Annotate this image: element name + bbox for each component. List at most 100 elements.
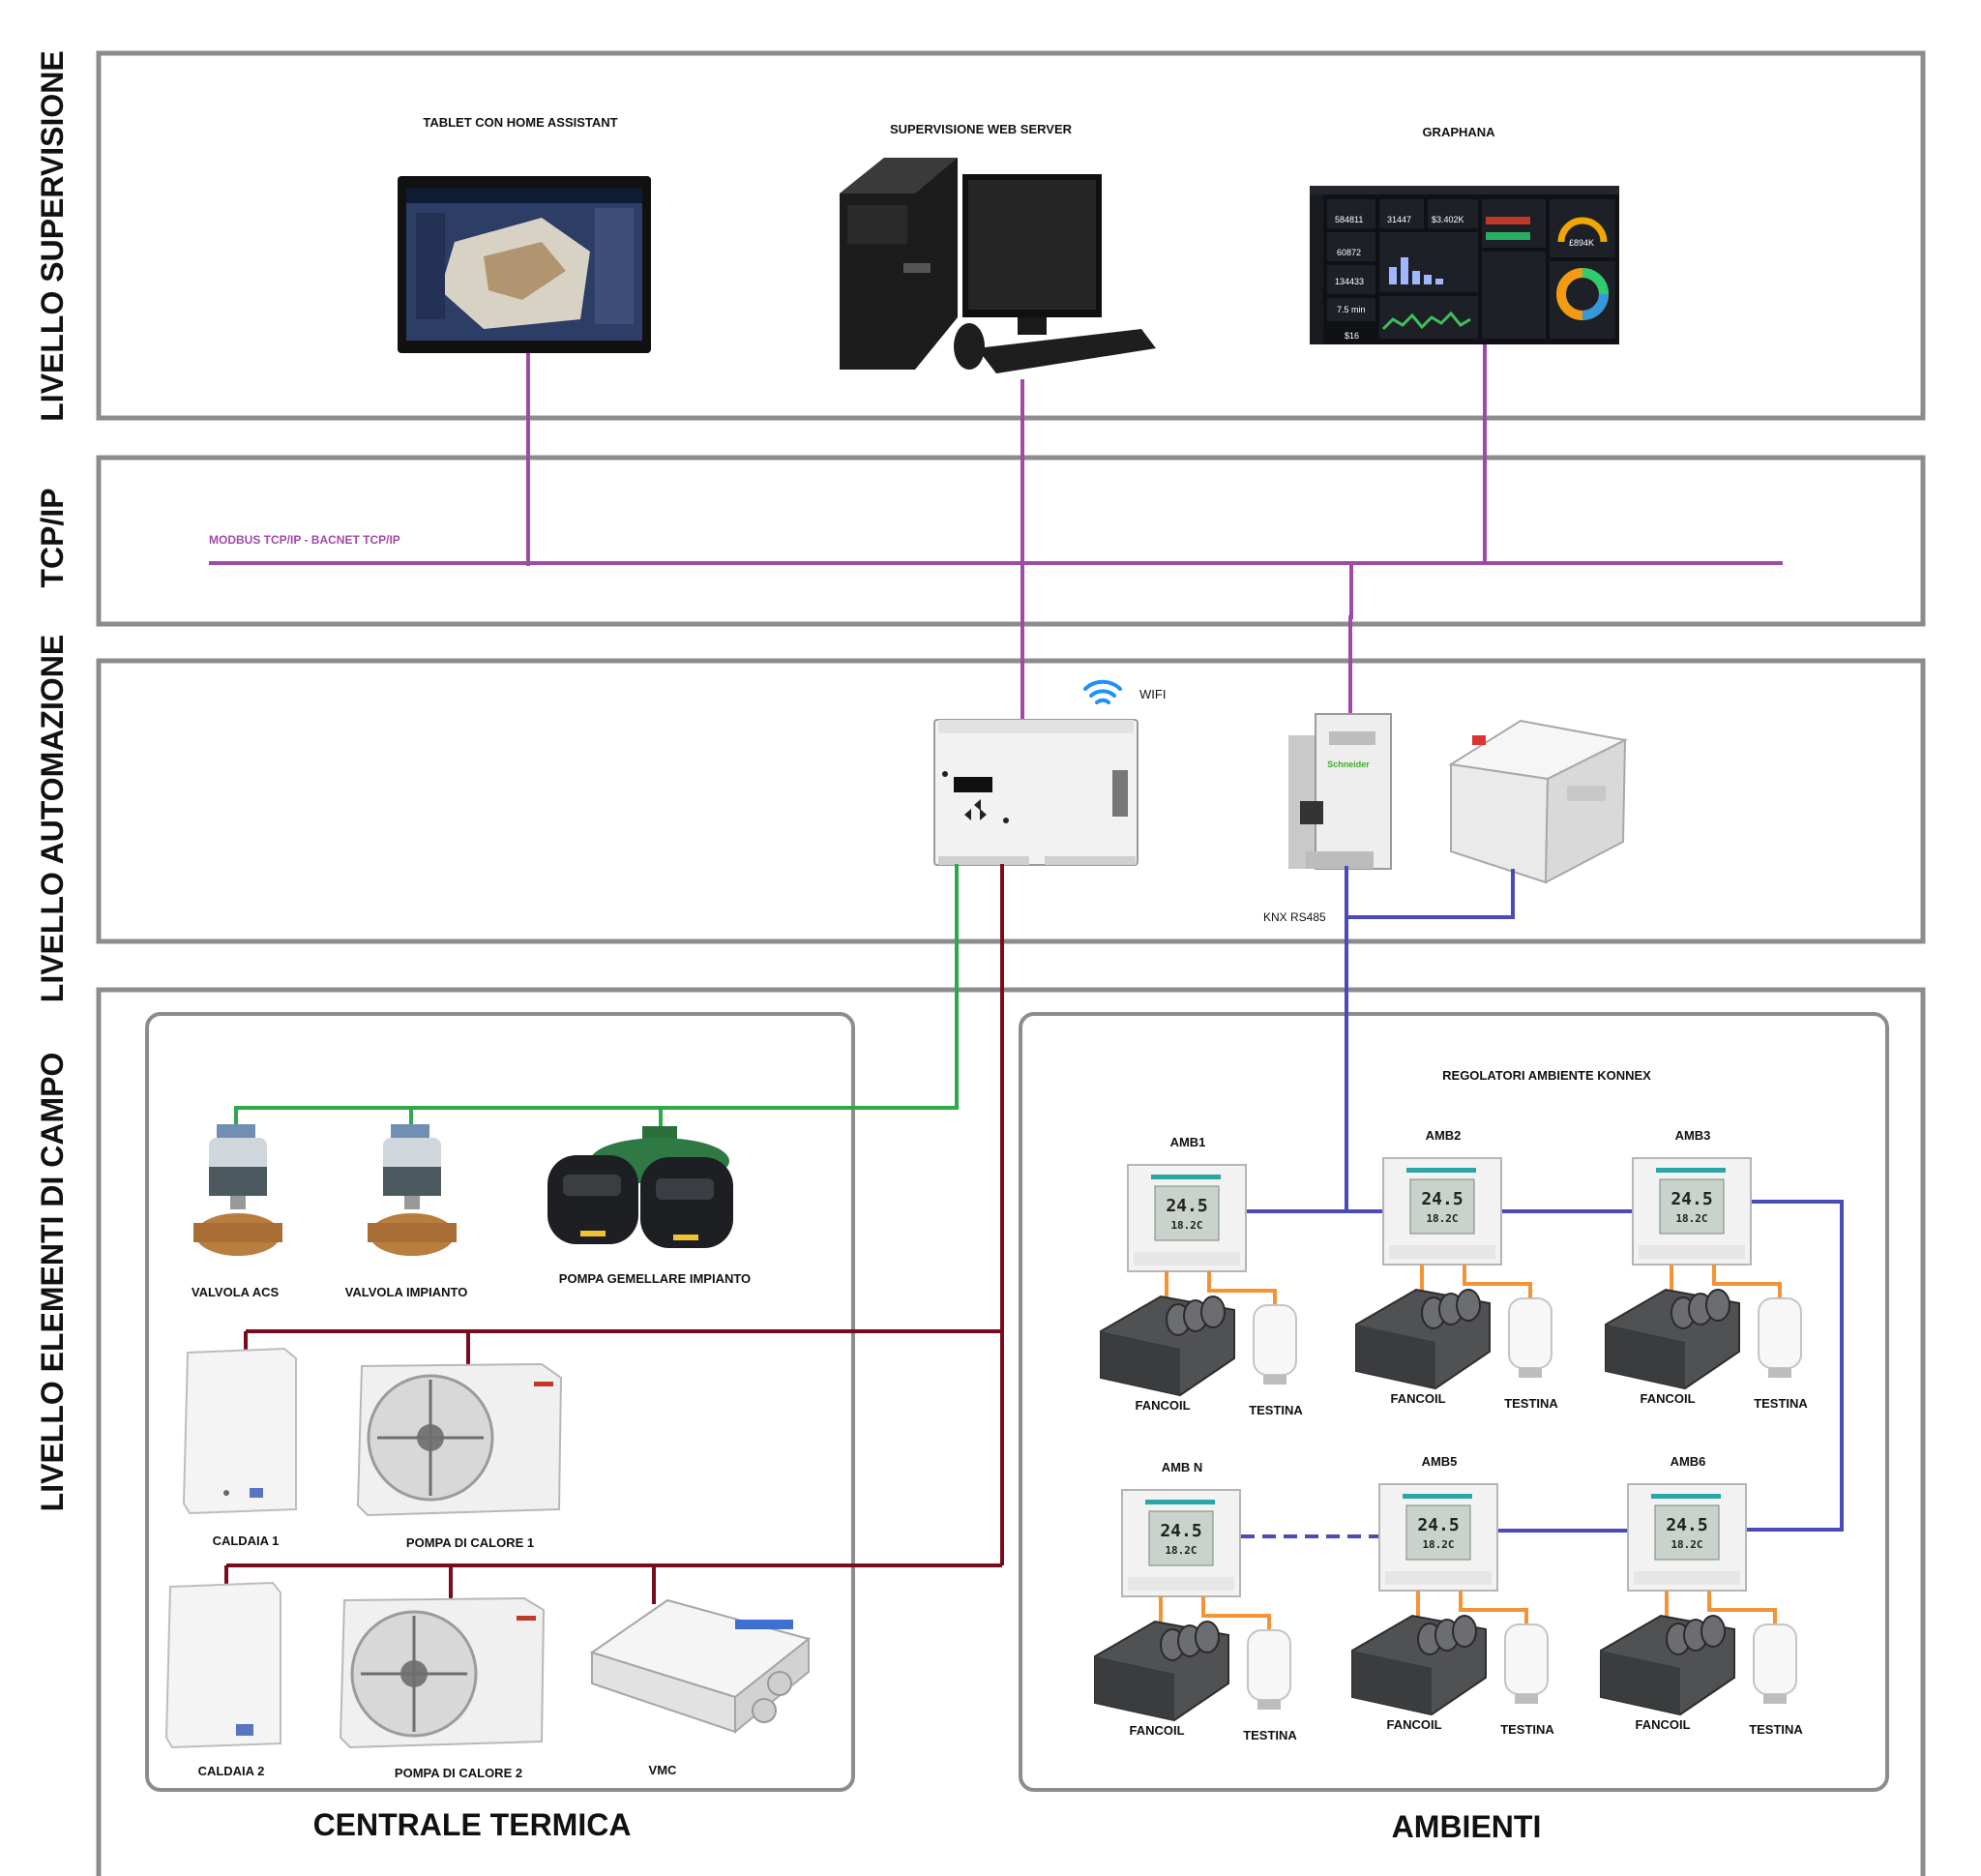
testina-label: TESTINA <box>1243 1728 1297 1742</box>
thermostat-setpoint: 18.2C <box>1675 1212 1707 1225</box>
thermostat-setpoint: 18.2C <box>1165 1544 1197 1557</box>
room-label: AMB N <box>1162 1460 1203 1474</box>
heat-pump-1-label: POMPA DI CALORE 1 <box>406 1535 534 1550</box>
schneider-knx-gateway-icon: Schneider <box>1288 713 1392 870</box>
thermostat-setpoint: 18.2C <box>1170 1219 1202 1232</box>
testina-icon <box>1253 1304 1297 1385</box>
testina-link <box>1712 1265 1782 1298</box>
testina-label: TESTINA <box>1500 1722 1554 1737</box>
valve-impianto-icon <box>368 1124 457 1256</box>
modbus-rtu-line <box>234 864 959 1130</box>
bus-label: MODBUS TCP/IP - BACNET TCP/IP <box>209 533 400 547</box>
testina-label: TESTINA <box>1249 1403 1303 1417</box>
testina-link <box>1463 1265 1532 1298</box>
wifi-label: WIFI <box>1139 687 1166 701</box>
valve-acs-icon <box>193 1124 282 1256</box>
frame-tcpip <box>96 455 1926 627</box>
room-group: AMB N 24.5 18.2C FANCOIL TESTINA <box>1094 1460 1297 1742</box>
fancoil-icon <box>1600 1614 1735 1716</box>
testina-link <box>1707 1591 1777 1624</box>
thermostat-temp: 24.5 <box>1417 1515 1459 1535</box>
frame-automazione <box>96 658 1926 944</box>
heat-pump-2-icon <box>339 1596 546 1749</box>
thermostat-temp: 24.5 <box>1666 1515 1707 1535</box>
frame-campo <box>96 987 1926 1876</box>
testina-icon <box>1758 1297 1802 1378</box>
rooms-layer: AMB1 24.5 18.2C FANCOIL TESTINA AMB2 24.5 18.2C… <box>1094 1128 1808 1742</box>
dashboard-value-3: $3.402K <box>1432 215 1464 224</box>
room-label: AMB5 <box>1422 1454 1458 1469</box>
plc-controller-icon <box>933 719 1138 866</box>
fancoil-icon <box>1351 1614 1487 1716</box>
wifi-icon <box>1083 679 1122 704</box>
thermostat-temp: 24.5 <box>1671 1189 1712 1209</box>
thermostat-setpoint: 18.2C <box>1671 1538 1702 1551</box>
fancoil-label: FANCOIL <box>1640 1391 1695 1406</box>
twin-pump-label: POMPA GEMELLARE IMPIANTO <box>559 1271 751 1286</box>
knx-thermostat-icon: 24.5 18.2C <box>1632 1157 1752 1266</box>
fancoil-icon <box>1605 1288 1740 1390</box>
dashboard-value-5: 134433 <box>1335 277 1364 286</box>
grafana-dashboard-icon: 584811 31447 $3.402K 60872 134433 7.5 mi… <box>1310 186 1619 344</box>
fancoil-label: FANCOIL <box>1129 1723 1184 1738</box>
boiler-2-label: CALDAIA 2 <box>198 1764 265 1778</box>
dashboard-value-7: $16 <box>1345 331 1359 341</box>
room-label: AMB2 <box>1426 1128 1462 1143</box>
fancoil-icon <box>1355 1288 1491 1390</box>
testina-link <box>1201 1596 1271 1630</box>
thermostat-setpoint: 18.2C <box>1426 1212 1458 1225</box>
knx-thermostat-icon: 24.5 18.2C <box>1121 1489 1241 1597</box>
room-group: AMB3 24.5 18.2C FANCOIL TESTINA <box>1605 1128 1808 1411</box>
testina-label: TESTINA <box>1754 1396 1808 1411</box>
room-label: AMB6 <box>1671 1454 1706 1469</box>
room-group: AMB1 24.5 18.2C FANCOIL TESTINA <box>1100 1135 1303 1417</box>
knx-thermostat-icon: 24.518.2C <box>1382 1157 1502 1266</box>
room-label: AMB3 <box>1675 1128 1711 1143</box>
webserver-label: SUPERVISIONE WEB SERVER <box>890 122 1073 136</box>
dashboard-value-6: 7.5 min <box>1337 305 1366 314</box>
fancoil-icon <box>1100 1295 1235 1397</box>
knx-thermostat-icon: 24.5 18.2C <box>1378 1483 1498 1592</box>
dashboard-value-2: 31447 <box>1387 215 1411 224</box>
centrale-title: CENTRALE TERMICA <box>313 1807 632 1842</box>
thermostat-temp: 24.5 <box>1160 1521 1201 1541</box>
thermostat-temp: 24.5 <box>1166 1196 1207 1216</box>
knx-power-supply-icon <box>1448 719 1629 884</box>
dashboard-value-1: 584811 <box>1335 215 1363 224</box>
fancoil-label: FANCOIL <box>1390 1391 1445 1406</box>
boiler-2-icon <box>164 1581 281 1749</box>
frame-centrale-termica <box>145 1012 855 1792</box>
ambienti-heading: REGOLATORI AMBIENTE KONNEX <box>1442 1068 1651 1083</box>
testina-link <box>1459 1591 1528 1624</box>
heat-pump-1-icon <box>356 1362 563 1517</box>
knx-thermostat-icon: 24.5 18.2C <box>1127 1164 1247 1272</box>
twin-pump-icon <box>547 1126 733 1248</box>
fancoil-label: FANCOIL <box>1386 1717 1441 1732</box>
room-label: AMB1 <box>1170 1135 1206 1149</box>
testina-icon <box>1508 1297 1552 1378</box>
frame-supervisione <box>96 50 1926 421</box>
ambienti-title: AMBIENTI <box>1392 1809 1542 1844</box>
tablet-label: TABLET CON HOME ASSISTANT <box>423 115 617 130</box>
testina-icon <box>1753 1623 1797 1704</box>
tcpip-bus <box>209 344 1783 721</box>
fancoil-label: FANCOIL <box>1135 1398 1190 1413</box>
tablet-icon <box>398 176 651 353</box>
frame-ambienti <box>1019 1012 1889 1792</box>
vmc-unit-icon <box>589 1598 812 1735</box>
room-group: AMB5 24.5 18.2C FANCOIL TESTINA <box>1351 1454 1554 1737</box>
knx-bus <box>1241 866 1844 1538</box>
testina-icon <box>1247 1629 1291 1710</box>
fancoil-icon <box>1094 1620 1229 1722</box>
level-label-campo: LIVELLO ELEMENTI DI CAMPO <box>35 1053 70 1512</box>
dashboard-value-4: 60872 <box>1337 248 1361 257</box>
vmc-label: VMC <box>649 1763 678 1777</box>
testina-link <box>1207 1271 1277 1305</box>
thermostat-setpoint: 18.2C <box>1422 1538 1454 1551</box>
testina-icon <box>1504 1623 1549 1704</box>
boiler-1-icon <box>182 1347 297 1515</box>
field-bus-line <box>224 864 1004 1604</box>
gateway-brand: Schneider <box>1327 759 1370 769</box>
level-label-automazione: LIVELLO AUTOMAZIONE <box>35 635 70 1002</box>
